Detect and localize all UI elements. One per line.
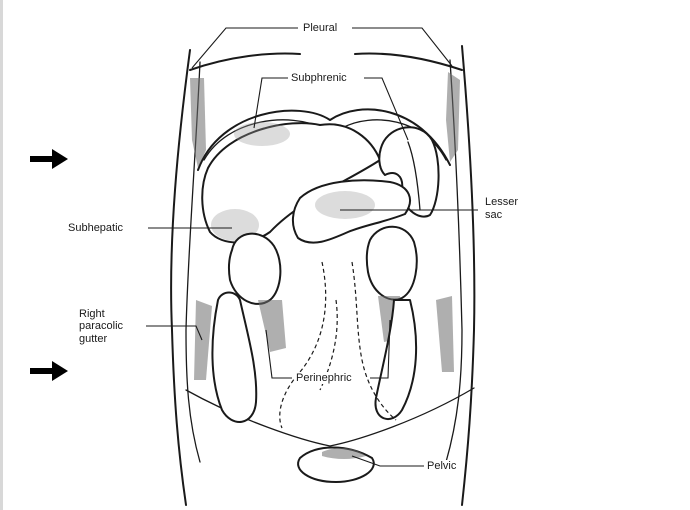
label-pleural: Pleural [302, 22, 338, 34]
label-lesser-sac-line1: Lesser [484, 196, 519, 208]
ascending-colon [212, 293, 256, 422]
left-kidney [367, 227, 417, 300]
right-kidney [229, 234, 280, 304]
label-right-paracolic-line1: Right [78, 308, 106, 320]
label-pelvic: Pelvic [426, 460, 457, 472]
arrow-right-icon [28, 148, 70, 170]
right-paracolic-gutter-space [194, 300, 212, 380]
right-perinephric-space [258, 300, 286, 352]
subphrenic-space [234, 122, 290, 146]
label-perinephric: Perinephric [295, 372, 353, 384]
lesser-sac-space [315, 191, 375, 219]
body-outline [171, 46, 474, 505]
arrow-right-icon [28, 360, 70, 382]
label-right-paracolic-line3: gutter [78, 333, 108, 345]
label-subhepatic: Subhepatic [67, 222, 124, 234]
left-paracolic-gutter-space [436, 296, 454, 372]
label-subphrenic: Subphrenic [290, 72, 348, 84]
label-lesser-sac-line2: sac [484, 209, 503, 221]
label-right-paracolic-line2: paracolic [78, 320, 124, 332]
